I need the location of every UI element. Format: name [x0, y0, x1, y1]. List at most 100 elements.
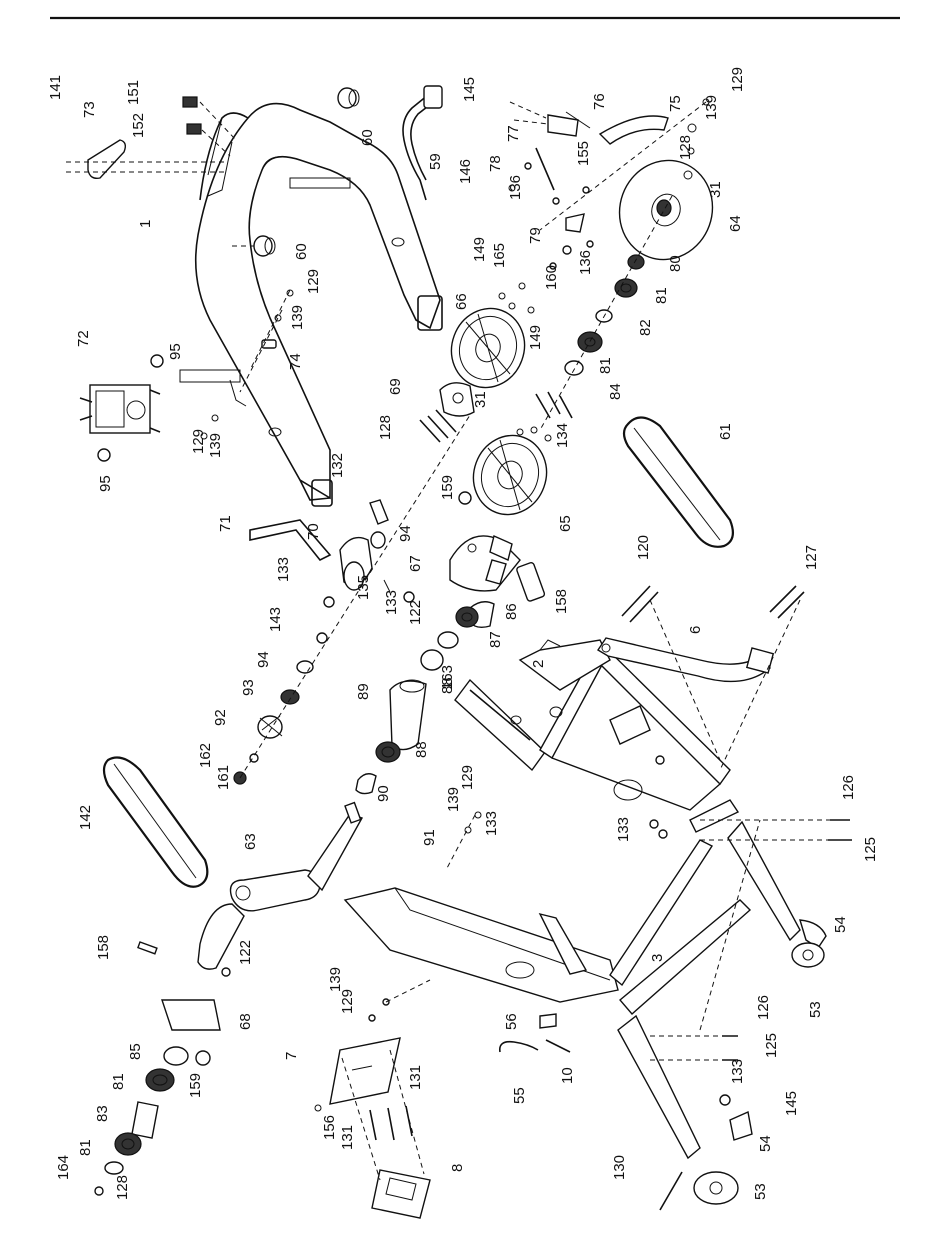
callout-92: 92 [212, 709, 229, 726]
part-fasteners-middle [419, 282, 573, 443]
callout-133b: 133 [383, 590, 400, 615]
callout-149b: 149 [527, 325, 544, 350]
part-small-hardware [233, 414, 471, 785]
part-2-main-frame [454, 639, 731, 811]
callout-162: 162 [197, 743, 214, 768]
callout-158a: 158 [95, 935, 112, 960]
callout-3: 3 [649, 954, 666, 962]
callout-128b: 128 [377, 415, 394, 440]
callout-70: 70 [305, 523, 322, 540]
callout-139e: 139 [327, 967, 344, 992]
callout-labels: 1 2 3 6 7 8 10 31 31 53 53 54 54 55 56 5… [47, 67, 879, 1200]
callout-63: 63 [242, 833, 259, 850]
part-handle-frame [179, 102, 443, 507]
callout-10: 10 [559, 1067, 576, 1084]
callout-60a: 60 [293, 243, 310, 260]
callout-54b: 54 [757, 1135, 774, 1152]
callout-145b: 145 [783, 1091, 800, 1116]
part-65-pulley [472, 434, 548, 516]
callout-64: 64 [727, 215, 744, 232]
callout-95b: 95 [97, 475, 114, 492]
part-89-tube [344, 649, 444, 824]
callout-160: 160 [543, 265, 560, 290]
callout-1: 1 [137, 220, 154, 228]
callout-151: 151 [125, 80, 142, 105]
callout-81a: 81 [653, 287, 670, 304]
callout-136b: 136 [577, 250, 594, 275]
callout-6: 6 [687, 626, 704, 634]
callout-139c: 139 [207, 433, 224, 458]
callout-141: 141 [47, 75, 64, 100]
callout-56: 56 [503, 1013, 520, 1030]
callout-122a: 122 [407, 600, 424, 625]
part-142-belt [102, 756, 209, 888]
callout-66: 66 [453, 293, 470, 310]
callout-95a: 95 [167, 343, 184, 360]
callout-83: 83 [94, 1105, 111, 1122]
callout-84: 84 [607, 383, 624, 400]
callout-127: 127 [803, 545, 820, 570]
callout-146: 146 [457, 159, 474, 184]
part-front-foot-assembly [617, 819, 827, 1211]
part-sensor-wire [498, 1013, 571, 1053]
callout-129a: 129 [305, 269, 322, 294]
callout-81c: 81 [110, 1073, 127, 1090]
callout-130: 130 [611, 1155, 628, 1180]
part-63-crank-arm [137, 813, 364, 1066]
callout-91: 91 [421, 829, 438, 846]
callout-134: 134 [554, 423, 571, 448]
callout-53a: 53 [807, 1001, 824, 1018]
part-long-bolts [621, 585, 805, 771]
callout-133e: 133 [729, 1059, 746, 1084]
callout-94b: 94 [255, 651, 272, 668]
callout-8: 8 [449, 1164, 466, 1172]
callout-85: 85 [127, 1043, 144, 1060]
callout-2: 2 [530, 660, 547, 668]
part-hardware-left [249, 339, 389, 591]
callout-139d: 139 [445, 787, 462, 812]
callout-80: 80 [667, 255, 684, 272]
callout-158b: 158 [553, 589, 570, 614]
callout-159a: 159 [439, 475, 456, 500]
callout-163: 163 [439, 665, 456, 690]
callout-129c: 129 [190, 429, 207, 454]
callout-94a: 94 [397, 525, 414, 542]
part-6-stabilizer [597, 637, 775, 683]
part-66-pulley [450, 307, 526, 389]
callout-74: 74 [287, 353, 304, 370]
callout-133c: 133 [483, 811, 500, 836]
part-bottom-bolts [650, 819, 852, 1106]
part-73-bracket [66, 96, 237, 180]
callout-164: 164 [55, 1155, 72, 1180]
callout-133d: 133 [615, 817, 632, 842]
callout-125b: 125 [763, 1033, 780, 1058]
callout-7: 7 [283, 1052, 300, 1060]
callout-142: 142 [77, 805, 94, 830]
callout-120: 120 [635, 535, 652, 560]
callout-93: 93 [240, 679, 257, 696]
callout-90: 90 [375, 785, 392, 802]
part-center-hardware [437, 491, 546, 649]
callout-88b: 88 [413, 741, 430, 758]
callout-139b: 139 [703, 95, 720, 120]
callout-126b: 126 [755, 995, 772, 1020]
callout-122b: 122 [237, 940, 254, 965]
callout-131a: 131 [407, 1065, 424, 1090]
callout-55: 55 [511, 1087, 528, 1104]
callout-89: 89 [355, 683, 372, 700]
part-64-flywheel [618, 159, 714, 261]
callout-145a: 145 [461, 77, 478, 102]
callout-133a: 133 [275, 557, 292, 582]
callout-129d: 129 [459, 765, 476, 790]
callout-72: 72 [75, 330, 92, 347]
part-72-motor [79, 354, 164, 462]
callout-128c: 128 [114, 1175, 131, 1200]
part-61-belt [622, 416, 735, 548]
callout-76: 76 [591, 93, 608, 110]
callout-136a: 136 [507, 175, 524, 200]
callout-128a: 128 [677, 135, 694, 160]
callout-131b: 131 [339, 1125, 356, 1150]
callout-59: 59 [427, 153, 444, 170]
part-brake-assembly [508, 98, 710, 270]
callout-61: 61 [717, 423, 734, 440]
